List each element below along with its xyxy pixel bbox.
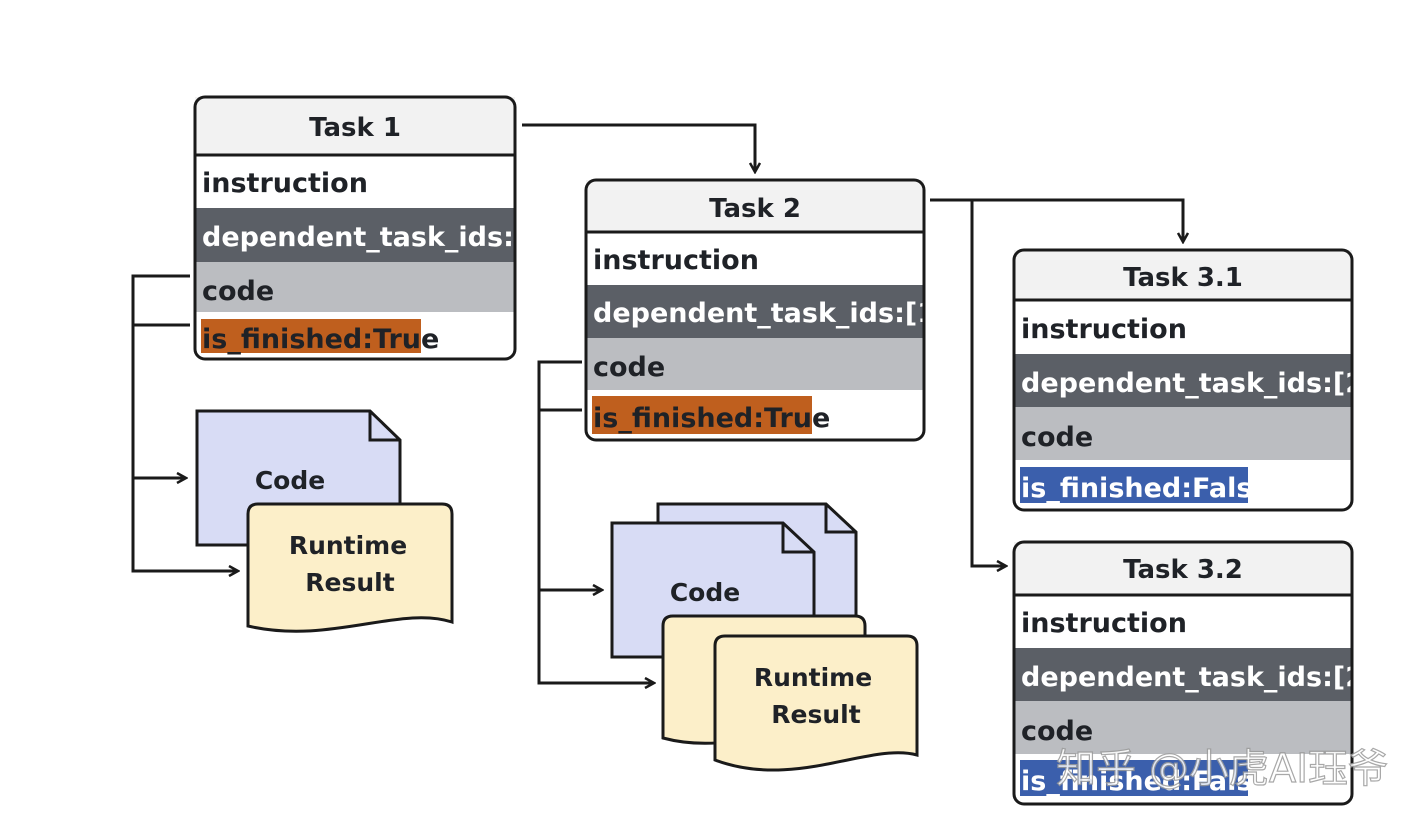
- task-card-border: [1012, 248, 1354, 512]
- task1-outputs: Code Runtime Result: [131, 274, 454, 633]
- dependent-row: [195, 208, 515, 262]
- instruction-row: [586, 232, 924, 285]
- instruction-row: [1014, 595, 1352, 648]
- arrow-task1-to-task2: [522, 123, 755, 172]
- result-doc-label-line1: Runtime: [289, 531, 407, 560]
- code-label: code: [202, 276, 274, 307]
- task-card-title: Task 3.1: [1123, 263, 1243, 293]
- task-card-1: Task 1 instruction dependent_task_ids:[]…: [193, 95, 539, 361]
- task-card-3-1: Task 3.1 instruction dependent_task_ids:…: [1012, 248, 1376, 512]
- code-row: [586, 338, 924, 390]
- finished-label: is_finished:False: [1021, 473, 1271, 504]
- instruction-row: [195, 155, 515, 208]
- code-row: [1014, 407, 1352, 460]
- task-card-header: [1014, 542, 1352, 595]
- task-card-border: [584, 178, 926, 442]
- finished-label: is_finished:True: [202, 324, 439, 355]
- finished-label: is_finished:False: [1021, 766, 1271, 797]
- task-card-2: Task 2 instruction dependent_task_ids:[1…: [584, 178, 948, 442]
- task-card-header: [195, 97, 515, 155]
- code-label: code: [1021, 422, 1093, 453]
- dependent-label: dependent_task_ids:[1]: [593, 298, 948, 329]
- result-doc-label-line1: Runtime: [754, 663, 872, 692]
- connector-code-to-result: [537, 360, 654, 683]
- finished-badge: [1020, 467, 1248, 503]
- arrow-task2-to-task3-1: [930, 198, 1183, 242]
- runtime-result-document-icon: [246, 502, 454, 633]
- dependent-row: [1014, 648, 1352, 701]
- arrow-task2-to-task3-2: [970, 200, 1006, 566]
- code-label: code: [1021, 716, 1093, 747]
- task-card-border: [193, 95, 517, 361]
- runtime-result-document-front-icon: [713, 634, 919, 772]
- task-card-title: Task 1: [309, 113, 401, 143]
- page-fold-icon: [368, 411, 400, 442]
- task-card-3-2: Task 3.2 instruction dependent_task_ids:…: [1012, 540, 1376, 806]
- finished-badge: [592, 396, 812, 434]
- task-card-title: Task 3.2: [1123, 555, 1243, 585]
- instruction-label: instruction: [1021, 608, 1187, 639]
- dependent-row: [586, 285, 924, 338]
- dependent-row: [1014, 354, 1352, 407]
- dependent-label: dependent_task_ids:[2]: [1021, 662, 1376, 693]
- connector-code-to-result: [131, 274, 238, 571]
- finished-label: is_finished:True: [593, 403, 830, 434]
- code-doc-label: Code: [255, 466, 325, 495]
- code-label: code: [593, 352, 665, 383]
- instruction-row: [1014, 300, 1352, 354]
- code-doc-label: Code: [670, 578, 740, 607]
- result-doc-label-line2: Result: [771, 700, 860, 729]
- finished-badge: [1020, 760, 1248, 796]
- instruction-label: instruction: [593, 245, 759, 276]
- task-card-header: [1014, 250, 1352, 300]
- code-row: [1014, 701, 1352, 754]
- task-card-title: Task 2: [709, 194, 801, 224]
- result-doc-label-line2: Result: [305, 568, 394, 597]
- task-card-header: [586, 180, 924, 232]
- page-fold-icon: [824, 504, 856, 534]
- finished-badge: [201, 319, 421, 353]
- task-card-border: [1012, 540, 1354, 806]
- dependent-label: dependent_task_ids:[]: [202, 222, 539, 253]
- code-row: [195, 262, 515, 312]
- dependent-label: dependent_task_ids:[2]: [1021, 368, 1376, 399]
- instruction-label: instruction: [202, 168, 368, 199]
- watermark: 知乎 @小虎AI珏爷: [1056, 746, 1388, 792]
- task2-outputs: Code Runtime Result: [537, 360, 919, 772]
- instruction-label: instruction: [1021, 314, 1187, 345]
- page-fold-icon: [781, 523, 814, 554]
